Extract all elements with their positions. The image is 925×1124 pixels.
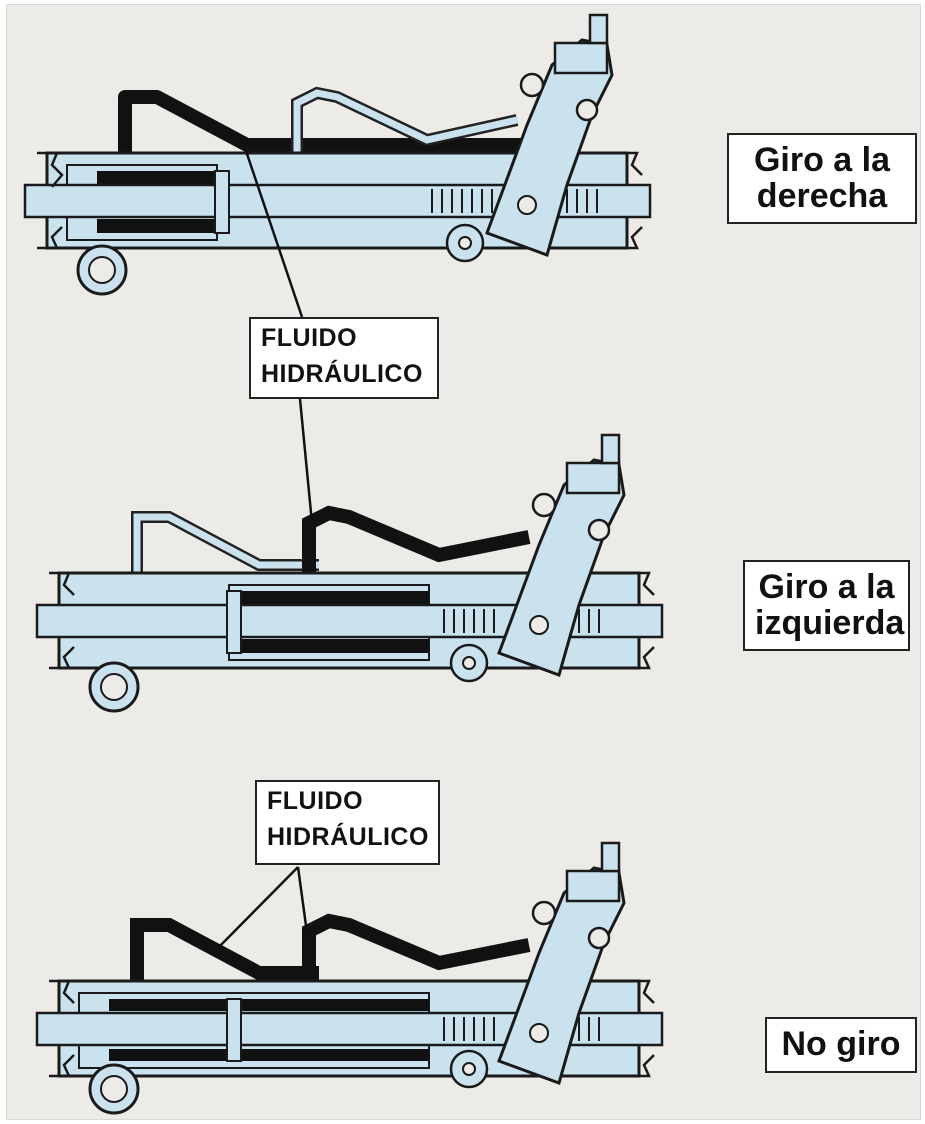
state-label-left-turn: Giro a la izquierda bbox=[743, 560, 910, 652]
state-label-line-2: izquierda bbox=[755, 603, 905, 642]
rack-assembly bbox=[23, 13, 652, 296]
state-label-line-1: Giro a la bbox=[758, 568, 895, 606]
fluid-callout-line-1: FLUIDO bbox=[267, 787, 364, 815]
fluid-callout-line-1: FLUIDO bbox=[261, 324, 358, 352]
fluid-callout-line-2: HIDRÁULICO bbox=[261, 360, 423, 389]
fluid-callout-top: FLUIDO HIDRÁULICO bbox=[249, 317, 439, 399]
state-label-line-1: Giro a la bbox=[753, 141, 891, 179]
state-label-line-2: derecha bbox=[756, 176, 888, 215]
rack-assembly bbox=[35, 433, 664, 713]
fluid-callout-line-2: HIDRÁULICO bbox=[267, 823, 429, 852]
fluid-callout-bottom: FLUIDO HIDRÁULICO bbox=[255, 780, 440, 865]
rack-assembly bbox=[35, 841, 664, 1115]
state-label-no-turn: No giro bbox=[765, 1017, 917, 1073]
state-label-line-1: No giro bbox=[781, 1025, 901, 1063]
leader-lines bbox=[212, 144, 314, 954]
diagram-canvas: Giro a la derecha Giro a la izquierda No… bbox=[6, 4, 921, 1120]
state-label-right-turn: Giro a la derecha bbox=[727, 133, 917, 225]
steering-rack-right-turn bbox=[23, 13, 664, 1115]
